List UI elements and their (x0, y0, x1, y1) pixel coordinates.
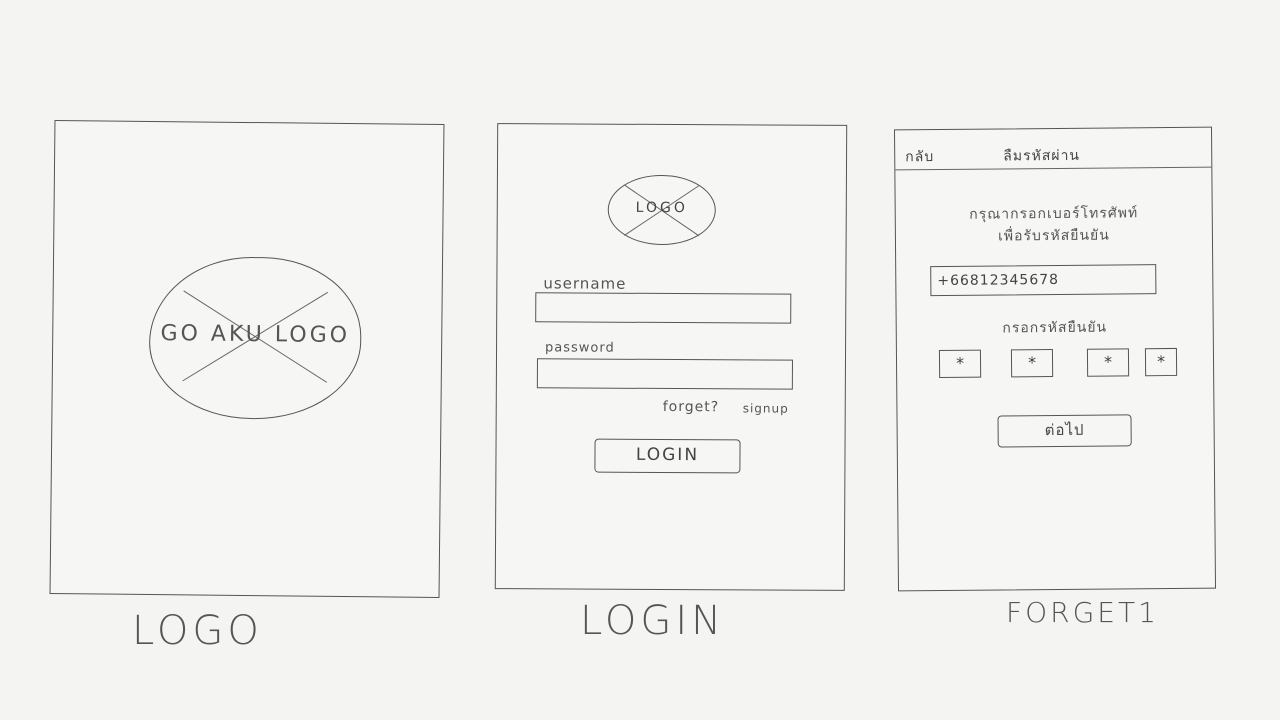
login-button[interactable]: LOGIN (594, 438, 741, 474)
top-bar: กลับ ลืมรหัสผ่าน (894, 127, 1212, 171)
phone-input[interactable]: +66812345678 (930, 264, 1157, 297)
next-button[interactable]: ต่อไป (997, 414, 1132, 448)
username-input[interactable] (535, 292, 792, 324)
back-button[interactable]: กลับ (905, 149, 935, 166)
login-screen-caption: LOGIN (580, 598, 726, 644)
otp-label: กรอกรหัสยืนยัน (1002, 319, 1108, 337)
otp-digit-1[interactable]: * (938, 349, 982, 379)
forget-link[interactable]: forget? (662, 398, 720, 416)
logo-placeholder-icon: LOGO (607, 174, 716, 246)
logo-placeholder-icon: GO AKU LOGO (148, 255, 363, 421)
login-screen-frame: LOGO username password forget? signup LO… (494, 123, 848, 591)
logo-text: LOGO (635, 199, 688, 217)
logo-screen-caption: LOGO (132, 608, 263, 654)
username-label: username (543, 274, 627, 293)
otp-digit-2[interactable]: * (1010, 349, 1054, 378)
page-title: ลืมรหัสผ่าน (1003, 147, 1081, 165)
logo-screen-frame: GO AKU LOGO (49, 119, 445, 599)
logo-text: GO AKU LOGO (160, 321, 351, 349)
forget-screen-caption: FORGET1 (1006, 596, 1159, 629)
forget-screen-frame: กลับ ลืมรหัสผ่าน กรุณากรอกเบอร์โทรศัพท์ … (893, 126, 1217, 592)
password-label: password (545, 340, 615, 356)
password-input[interactable] (536, 358, 793, 390)
signup-link[interactable]: signup (742, 401, 789, 416)
otp-digit-4[interactable]: * (1144, 347, 1178, 377)
otp-digit-3[interactable]: * (1086, 348, 1130, 377)
instruction-line-1: กรุณากรอกเบอร์โทรศัพท์ (969, 205, 1139, 223)
instruction-line-2: เพื่อรับรหัสยืนยัน (998, 227, 1110, 245)
